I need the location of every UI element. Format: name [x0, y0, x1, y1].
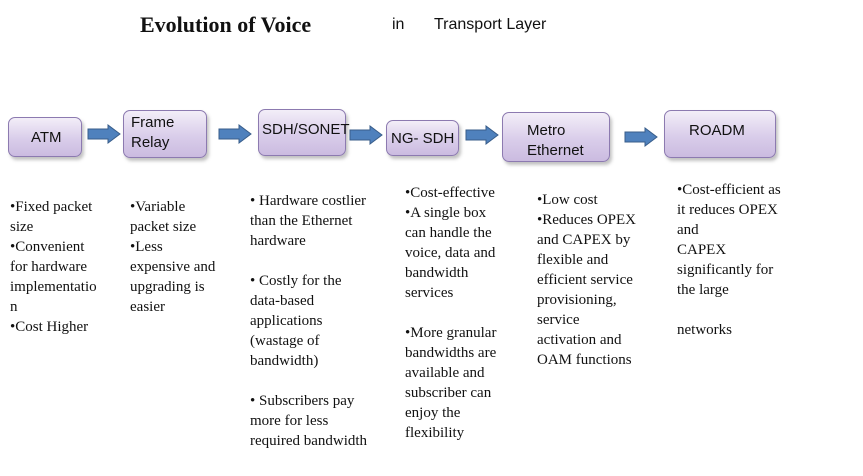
stage-box-sdh-sonet: SDH/SONET: [258, 109, 350, 156]
description-line: significantly for: [677, 262, 774, 278]
description-line: easier: [130, 299, 165, 315]
description-line: •Low cost: [537, 192, 598, 208]
description-line: •Less: [130, 239, 163, 255]
description-line: flexibility: [405, 425, 465, 441]
description-line: hardware: [250, 233, 306, 249]
description-line: than the Ethernet: [250, 213, 353, 229]
description-line: • Subscribers pay: [250, 393, 355, 409]
description-line: subscriber can: [405, 385, 492, 401]
stage-box-ng-sdh: NG- SDH: [386, 120, 459, 156]
description-line: •Cost Higher: [10, 319, 89, 335]
stage-box-metro-ethernet: Metro Ethernet: [502, 112, 610, 162]
description-line: implementatio: [10, 279, 97, 295]
description-line: enjoy the: [405, 405, 461, 421]
description-line: efficient service: [537, 272, 633, 288]
stage-label: ROADM: [689, 122, 745, 139]
description-line: it reduces OPEX: [677, 202, 778, 218]
stage-label: Relay: [131, 134, 170, 151]
description-line: bandwidths are: [405, 345, 497, 361]
description-line: and CAPEX by: [537, 232, 631, 248]
right-arrow-icon: [624, 127, 658, 147]
description-line: (wastage of: [250, 333, 320, 349]
stage-label: SDH/SONET: [262, 121, 350, 138]
stage-label: Metro: [527, 122, 566, 139]
stage-label: ATM: [31, 129, 62, 146]
right-arrow-icon: [218, 124, 252, 144]
stage-label: Frame: [131, 114, 175, 131]
description-line: •Fixed packet: [10, 199, 93, 215]
title-main: Evolution of Voice: [140, 12, 312, 37]
description-line: •Convenient: [10, 239, 85, 255]
description-line: •A single box: [405, 205, 487, 221]
description-line: n: [10, 299, 18, 315]
description-line: data-based: [250, 293, 315, 309]
description-line: activation and: [537, 332, 622, 348]
stage-box-roadm: ROADM: [664, 110, 776, 158]
description-line: for hardware: [10, 259, 88, 275]
description-line: OAM functions: [537, 352, 632, 368]
description-line: •More granular: [405, 325, 497, 341]
title-sub: Transport Layer: [434, 16, 547, 33]
description-line: •Cost-efficient as: [677, 182, 781, 198]
description-line: required bandwidth: [250, 433, 368, 449]
right-arrow-icon: [87, 124, 121, 144]
title-in: in: [392, 16, 405, 33]
description-column-frame-relay: •Variable packet size •Less expensive and up…: [130, 197, 215, 317]
description-line: available and: [405, 365, 485, 381]
description-line: and: [677, 222, 699, 238]
description-line: •Reduces OPEX: [537, 212, 636, 228]
description-line: bandwidth: [405, 265, 469, 281]
stage-box-atm: ATM: [8, 117, 82, 157]
right-arrow-icon: [465, 125, 499, 145]
description-line: •Cost-effective: [405, 185, 495, 201]
description-line: expensive and: [130, 259, 216, 275]
description-line: •Variable: [130, 199, 186, 215]
description-line: services: [405, 285, 454, 301]
description-line: provisioning,: [537, 292, 617, 308]
right-arrow-icon: [349, 125, 383, 145]
description-line: [250, 251, 367, 271]
description-line: applications: [250, 313, 323, 329]
description-column-sdh-sonet: • Hardware costlier than the Ethernet hard…: [250, 191, 367, 451]
stage-label: NG- SDH: [391, 130, 455, 147]
description-line: [677, 300, 781, 320]
description-line: flexible and: [537, 252, 609, 268]
description-line: upgrading is: [130, 279, 205, 295]
description-line: more for less: [250, 413, 329, 429]
description-line: [250, 371, 367, 391]
description-line: • Costly for the: [250, 273, 342, 289]
description-line: can handle the: [405, 225, 492, 241]
description-line: the large: [677, 282, 729, 298]
description-line: size: [10, 219, 34, 235]
description-column-ng-sdh: •Cost-effective •A single box can handle t…: [405, 183, 496, 443]
description-line: voice, data and: [405, 245, 496, 261]
description-line: packet size: [130, 219, 197, 235]
description-line: bandwidth): [250, 353, 319, 369]
description-column-metro-ethernet: •Low cost •Reduces OPEX and CAPEX by flexib…: [537, 190, 636, 370]
description-line: networks: [677, 322, 732, 338]
description-column-atm: •Fixed packet size •Convenient for hardware…: [10, 197, 97, 337]
description-line: [405, 303, 496, 323]
stage-box-frame-relay: Frame Relay: [123, 110, 207, 158]
description-line: service: [537, 312, 580, 328]
description-line: • Hardware costlier: [250, 193, 367, 209]
description-line: CAPEX: [677, 242, 727, 258]
stage-label: Ethernet: [527, 142, 584, 159]
